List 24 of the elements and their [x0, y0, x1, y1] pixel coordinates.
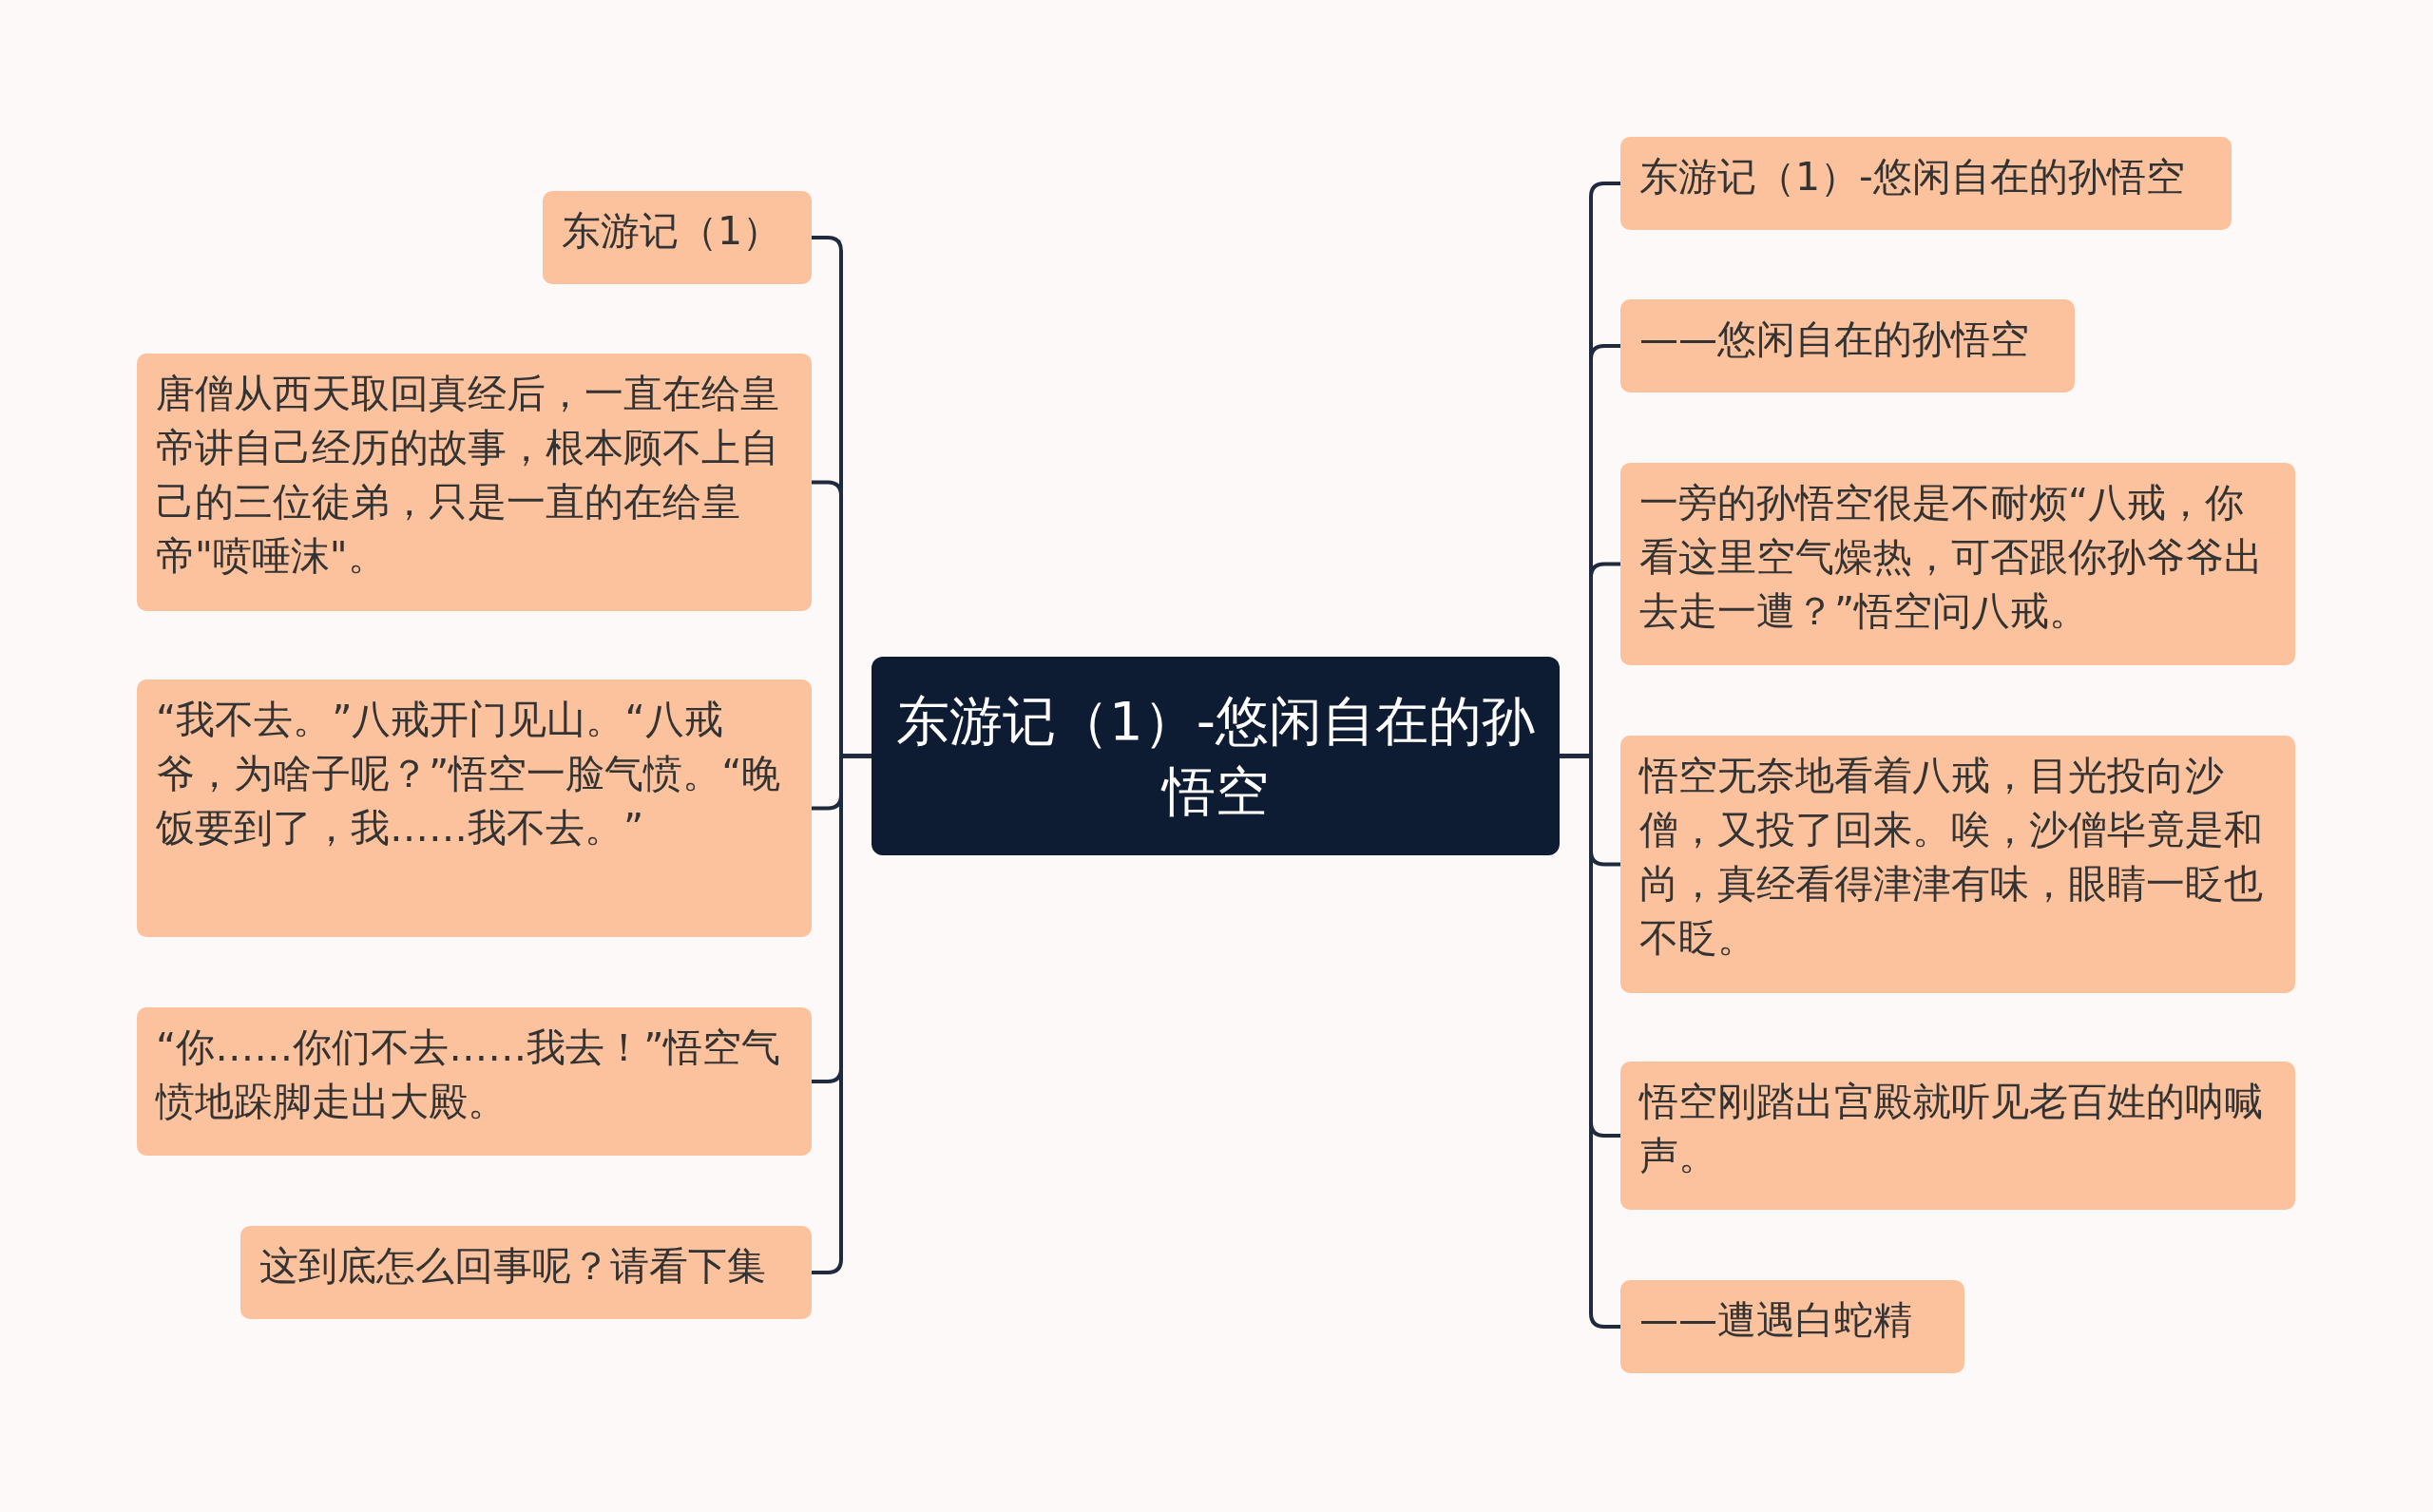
topic-box — [1620, 299, 2075, 392]
topic-text: “你……你们不去……我去！”悟空气愤地跺脚走出大殿。 — [156, 1024, 782, 1126]
topic-box — [1620, 736, 2295, 993]
topic-box — [240, 1226, 812, 1319]
topic-box — [137, 679, 812, 937]
topic-text: 东游记（1）-悠闲自在的孙悟空 — [895, 688, 1536, 824]
topic-box — [1620, 463, 2295, 665]
topic-box — [137, 1007, 812, 1156]
topic-text: 悟空无奈地看着八戒，目光投向沙僧，又投了回来。唉，沙僧毕竟是和尚，真经看得津津有味，眼睛一眨也不眨。 — [1639, 752, 2264, 963]
topic-text: “我不去。”八戒开门见山。“八戒爷，为啥子呢？”悟空一脸气愤。“晚饭要到了，我……我不去。” — [156, 696, 782, 852]
topic-text: 东游记（1）-悠闲自在的孙悟空 — [1639, 153, 2186, 201]
central-topic-box — [872, 657, 1560, 855]
topic-box — [543, 191, 812, 284]
topic-text: 这到底怎么回事呢？请看下集 — [259, 1242, 767, 1291]
topic-text: ——悠闲自在的孙悟空 — [1639, 316, 2030, 364]
topic-box — [1620, 1280, 1964, 1373]
topic-text: ——遭遇白蛇精 — [1639, 1296, 1913, 1345]
topic-box — [1620, 1062, 2295, 1210]
topic-box — [1620, 137, 2232, 230]
topic-text: 东游记（1） — [562, 207, 783, 256]
topic-text: 悟空刚踏出宫殿就听见老百姓的呐喊声。 — [1639, 1078, 2264, 1180]
topic-text: 一旁的孙悟空很是不耐烦“八戒，你看这里空气燥热，可否跟你孙爷爷出去走一遭？”悟空问八戒。 — [1639, 479, 2264, 636]
topic-box — [137, 354, 812, 611]
topic-text: 唐僧从西天取回真经后，一直在给皇帝讲自己经历的故事，根本顾不上自己的三位徒弟，只是一直的在给皇帝"喷唾沫"。 — [156, 370, 780, 581]
